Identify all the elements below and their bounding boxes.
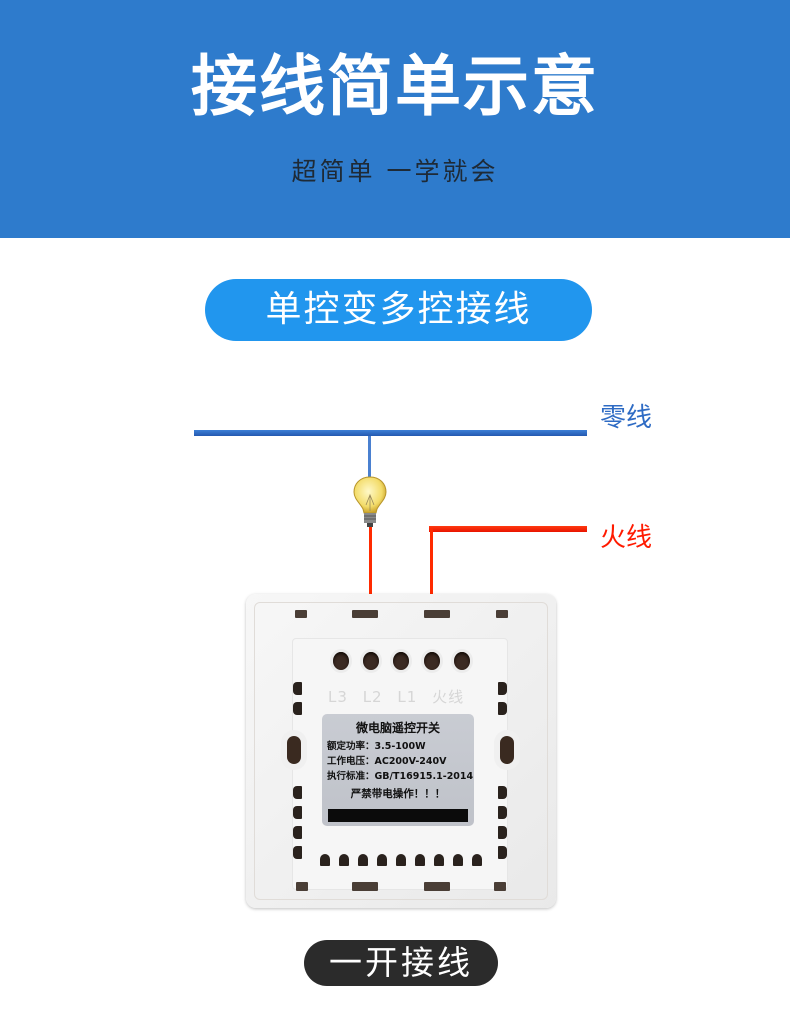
terminal-labels: L3 L2 L1 火线 <box>328 686 473 707</box>
vent-notch <box>498 826 507 839</box>
header-banner: 接线简单示意 超简单 一学就会 <box>0 0 790 238</box>
vent-notch <box>339 854 349 866</box>
vent-notch <box>377 854 387 866</box>
working-voltage: 工作电压：AC200V-240V <box>327 756 447 767</box>
terminal-label-live: 火线 <box>432 688 465 706</box>
mount-slot <box>352 882 378 891</box>
vent-notch <box>415 854 425 866</box>
screw-hole <box>500 736 514 764</box>
light-bulb-icon <box>352 475 388 531</box>
neutral-wire-label: 零线 <box>600 403 653 433</box>
vent-notch <box>498 806 507 819</box>
page-title: 接线简单示意 <box>191 48 599 125</box>
vent-notch <box>498 786 507 799</box>
mount-slot <box>424 610 450 618</box>
terminal-label-l2: L2 <box>362 688 383 706</box>
terminal-hole-l2 <box>363 652 379 670</box>
mount-slot <box>494 882 506 891</box>
vent-notch <box>453 854 463 866</box>
rated-power: 额定功率：3.5-100W <box>327 741 426 752</box>
terminal-hole <box>333 652 349 670</box>
terminal-label-l3: L3 <box>328 688 348 706</box>
vent-notch <box>396 854 406 866</box>
mount-slot <box>424 882 450 891</box>
vent-notch <box>293 846 302 859</box>
vent-notch <box>498 702 507 715</box>
wiring-caption: 一开接线 <box>304 940 498 986</box>
vent-notch <box>498 846 507 859</box>
vent-notch <box>293 786 302 799</box>
vent-notch <box>358 854 368 866</box>
vent-notch <box>293 682 302 695</box>
vent-notch <box>293 806 302 819</box>
safety-warning: 严禁带电操作！！！ <box>350 788 446 800</box>
terminal-label-l1: L1 <box>397 688 418 706</box>
plate-rim <box>254 602 548 900</box>
vent-notch <box>498 682 507 695</box>
screw-hole <box>287 736 301 764</box>
vent-notch <box>434 854 444 866</box>
vent-notch <box>293 826 302 839</box>
standard: 执行标准：GB/T16915.1-2014 <box>327 771 474 782</box>
mount-slot <box>352 610 378 618</box>
barcode-strip <box>328 809 468 822</box>
vent-notch <box>472 854 482 866</box>
live-wire <box>429 526 587 532</box>
page-subtitle: 超简单 一学就会 <box>291 157 499 186</box>
terminal-hole <box>393 652 409 670</box>
device-name: 微电脑遥控开关 <box>355 721 440 735</box>
neutral-drop-wire <box>368 436 371 480</box>
mount-slot <box>296 882 308 891</box>
section-title-pill: 单控变多控接线 <box>205 279 592 341</box>
mount-slot <box>496 610 508 618</box>
terminal-hole-live <box>424 652 440 670</box>
vent-notch <box>320 854 330 866</box>
terminal-hole <box>454 652 470 670</box>
mount-slot <box>295 610 307 618</box>
live-wire-label: 火线 <box>600 523 653 553</box>
vent-notch <box>293 702 302 715</box>
neutral-wire <box>194 430 587 436</box>
device-spec-label: 微电脑遥控开关 额定功率：3.5-100W 工作电压：AC200V-240V 执… <box>322 714 474 826</box>
